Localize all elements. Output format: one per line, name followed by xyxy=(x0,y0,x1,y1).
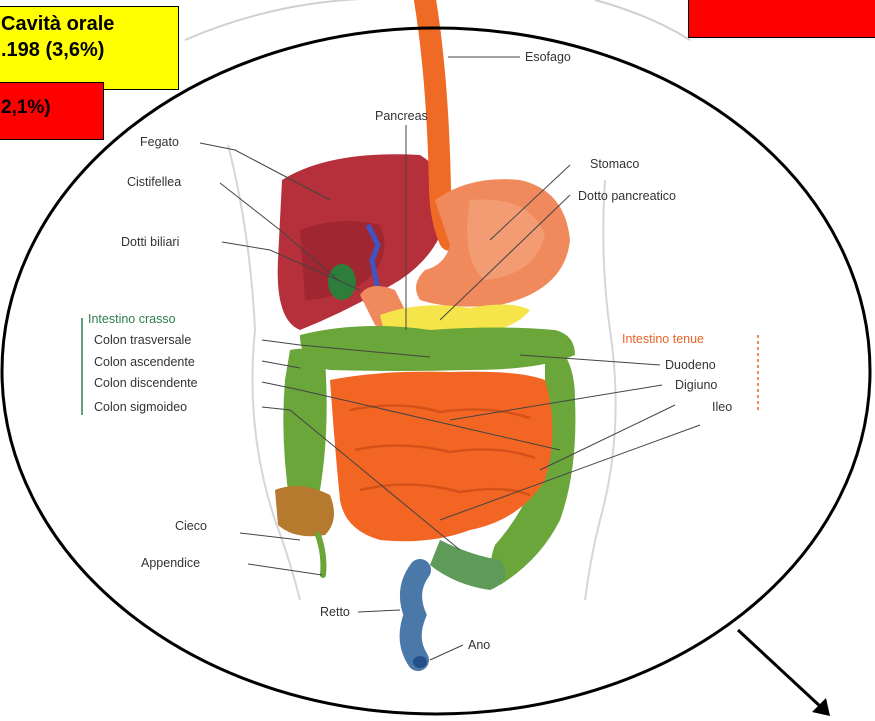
label-fegato: Fegato xyxy=(140,135,179,149)
label-ano: Ano xyxy=(468,638,490,652)
appendix-shape xyxy=(318,535,323,575)
oral-cavity-title: Cavità orale xyxy=(1,11,178,37)
label-appendice: Appendice xyxy=(141,556,200,570)
body-outline-right xyxy=(585,180,616,600)
label-ileo: Ileo xyxy=(712,400,732,414)
red-value-box: 2,1%) xyxy=(0,82,104,140)
oral-cavity-box: Cavità orale .198 (3,6%) xyxy=(0,6,179,90)
label-digiuno: Digiuno xyxy=(675,378,717,392)
label-cieco: Cieco xyxy=(175,519,207,533)
label-dotto-pancreatico: Dotto pancreatico xyxy=(578,189,676,203)
label-duodeno: Duodeno xyxy=(665,358,716,372)
label-colon-sigmoideo: Colon sigmoideo xyxy=(94,400,187,414)
body-outline-top-right xyxy=(595,0,690,40)
red-value-text: 2,1%) xyxy=(1,97,103,119)
label-intestino-crasso: Intestino crasso xyxy=(88,312,176,326)
label-stomaco: Stomaco xyxy=(590,157,639,171)
arrow-line xyxy=(738,630,822,708)
cecum-shape xyxy=(275,486,334,536)
body-outline-top xyxy=(185,0,430,40)
label-dotti-biliari: Dotti biliari xyxy=(121,235,179,249)
ascending-colon-shape xyxy=(283,349,326,506)
anus-shape xyxy=(413,656,427,668)
oral-cavity-value: .198 (3,6%) xyxy=(1,37,178,63)
label-retto: Retto xyxy=(320,605,350,619)
label-colon-ascendente: Colon ascendente xyxy=(94,355,195,369)
label-pancreas: Pancreas xyxy=(375,109,428,123)
label-esofago: Esofago xyxy=(525,50,571,64)
label-cistifellea: Cistifellea xyxy=(127,175,181,189)
label-colon-discendente: Colon discendente xyxy=(94,376,198,390)
label-colon-trasversale: Colon trasversale xyxy=(94,333,191,347)
red-corner-box xyxy=(688,0,875,38)
rectum-shape xyxy=(411,570,420,660)
label-intestino-tenue: Intestino tenue xyxy=(622,332,704,346)
